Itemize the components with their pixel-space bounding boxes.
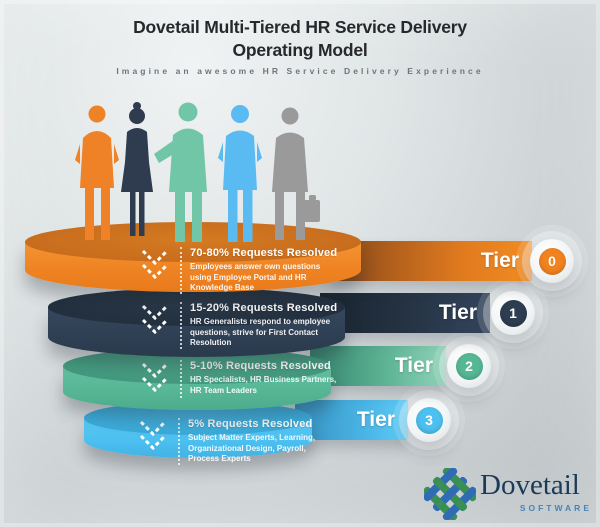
tier-1-disc-top [48,288,345,326]
tier-0-content: 70-80% Requests Resolved Employees answe… [140,247,355,294]
tier-1-content: 15-20% Requests Resolved HR Generalists … [140,302,350,349]
tier-3-badge: 3 [407,398,451,442]
business-people-silhouettes [75,102,320,242]
dovetail-knot-icon [424,468,476,520]
dotted-divider [180,302,182,349]
dotted-divider [180,247,182,294]
double-chevron-down-icon [141,249,169,280]
tier-0-description: Employees answer own questions using Emp… [190,262,321,292]
teal-person-icon [154,102,207,242]
orange-person-icon [75,105,119,240]
page-title-line2: Operating Model [232,40,368,60]
tier-1-band-label: Tier [438,301,477,324]
gray-person-with-briefcase-icon [272,107,320,240]
tier-2-band: Tier [310,346,446,386]
double-chevron-down-icon [139,420,167,451]
tier-2-badge: 2 [447,344,491,388]
tier-3-content: 5% Requests Resolved Subject Matter Expe… [138,418,338,465]
tier-1-badge: 1 [491,291,535,335]
tier-2-number: 2 [455,352,483,380]
tier-1-heading: 15-20% Requests Resolved [190,302,338,314]
tier-3-heading: 5% Requests Resolved [188,418,313,430]
tier-0-band-label: Tier [480,249,519,272]
tier-2-band-label: Tier [394,354,433,377]
tier-2-description: HR Specialists, HR Business Partners, HR… [190,375,337,395]
tier-1-number: 1 [499,299,527,327]
briefcase-icon [304,200,320,222]
tier-1-description: HR Generalists respond to employee quest… [190,317,331,347]
tier-2-content: 5-10% Requests Resolved HR Specialists, … [140,360,345,398]
page-title-line1: Dovetail Multi-Tiered HR Service Deliver… [133,17,467,37]
double-chevron-down-icon [141,304,169,335]
double-chevron-down-icon [141,362,169,393]
dovetail-logo: Dovetail SOFTWARE [424,466,596,524]
dotted-divider [180,360,182,398]
tier-3-number: 3 [415,406,443,434]
tier-1-band: Tier [320,293,490,333]
page-subtitle: Imagine an awesome HR Service Delivery E… [116,66,484,76]
tier-0-badge: 0 [530,239,574,283]
tier-0-number: 0 [538,247,566,275]
tier-0-heading: 70-80% Requests Resolved [190,247,338,259]
blue-person-icon [218,105,262,242]
tier-3-description: Subject Matter Experts, Learning, Organi… [188,433,316,463]
tier-2-heading: 5-10% Requests Resolved [190,360,331,372]
navy-person-icon [121,102,153,236]
tier-0-band: Tier [330,241,532,281]
tier-3-band-label: Tier [356,408,395,431]
dotted-divider [178,418,180,465]
logo-brand-text: Dovetail [480,469,580,501]
logo-tagline-text: SOFTWARE [519,503,592,513]
tier-3-band: Tier [295,400,408,440]
